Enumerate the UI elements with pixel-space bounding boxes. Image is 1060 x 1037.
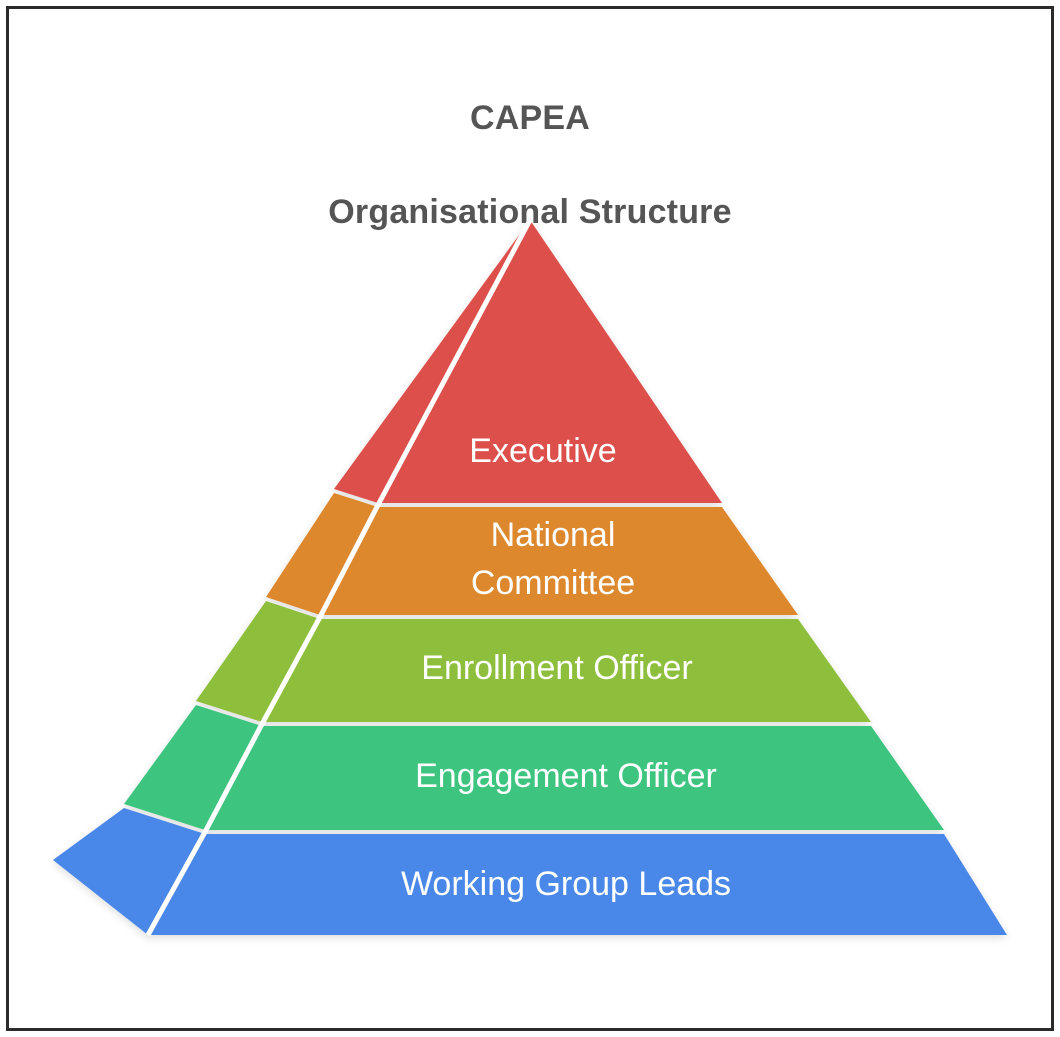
pyramid-level-5[interactable]: Working Group Leads [53, 808, 1007, 935]
pyramid-ridge-line [145, 218, 533, 937]
level-2-label-line-2: Committee [471, 564, 635, 602]
level-3-front-face[interactable] [262, 619, 871, 722]
level-5-front-face[interactable] [148, 834, 1007, 935]
level-5-label: Working Group Leads [401, 865, 731, 903]
pyramid-level-3[interactable]: Enrollment Officer [196, 601, 871, 722]
level-2-side-facet[interactable] [266, 493, 378, 615]
level-1-front-face[interactable] [378, 220, 722, 503]
level-5-side-facet[interactable] [53, 808, 205, 935]
level-2-label-line-1: National [491, 516, 616, 554]
level-2-front-face[interactable] [320, 507, 798, 615]
pyramid-level-4[interactable]: Engagement Officer [124, 705, 944, 830]
pyramid-body: Executive National Committee Enrollment … [53, 218, 1007, 937]
level-3-side-facet[interactable] [196, 601, 320, 722]
level-4-front-face[interactable] [205, 726, 944, 830]
level-4-label: Engagement Officer [415, 757, 717, 795]
pyramid-level-1[interactable]: Executive [334, 220, 722, 503]
level-3-label: Enrollment Officer [421, 649, 692, 687]
level-1-side-facet[interactable] [334, 220, 530, 503]
pyramid-level-2[interactable]: National Committee [266, 493, 798, 615]
level-4-side-facet[interactable] [124, 705, 262, 830]
title-line-1: CAPEA [469, 98, 591, 137]
level-1-label: Executive [469, 432, 616, 470]
